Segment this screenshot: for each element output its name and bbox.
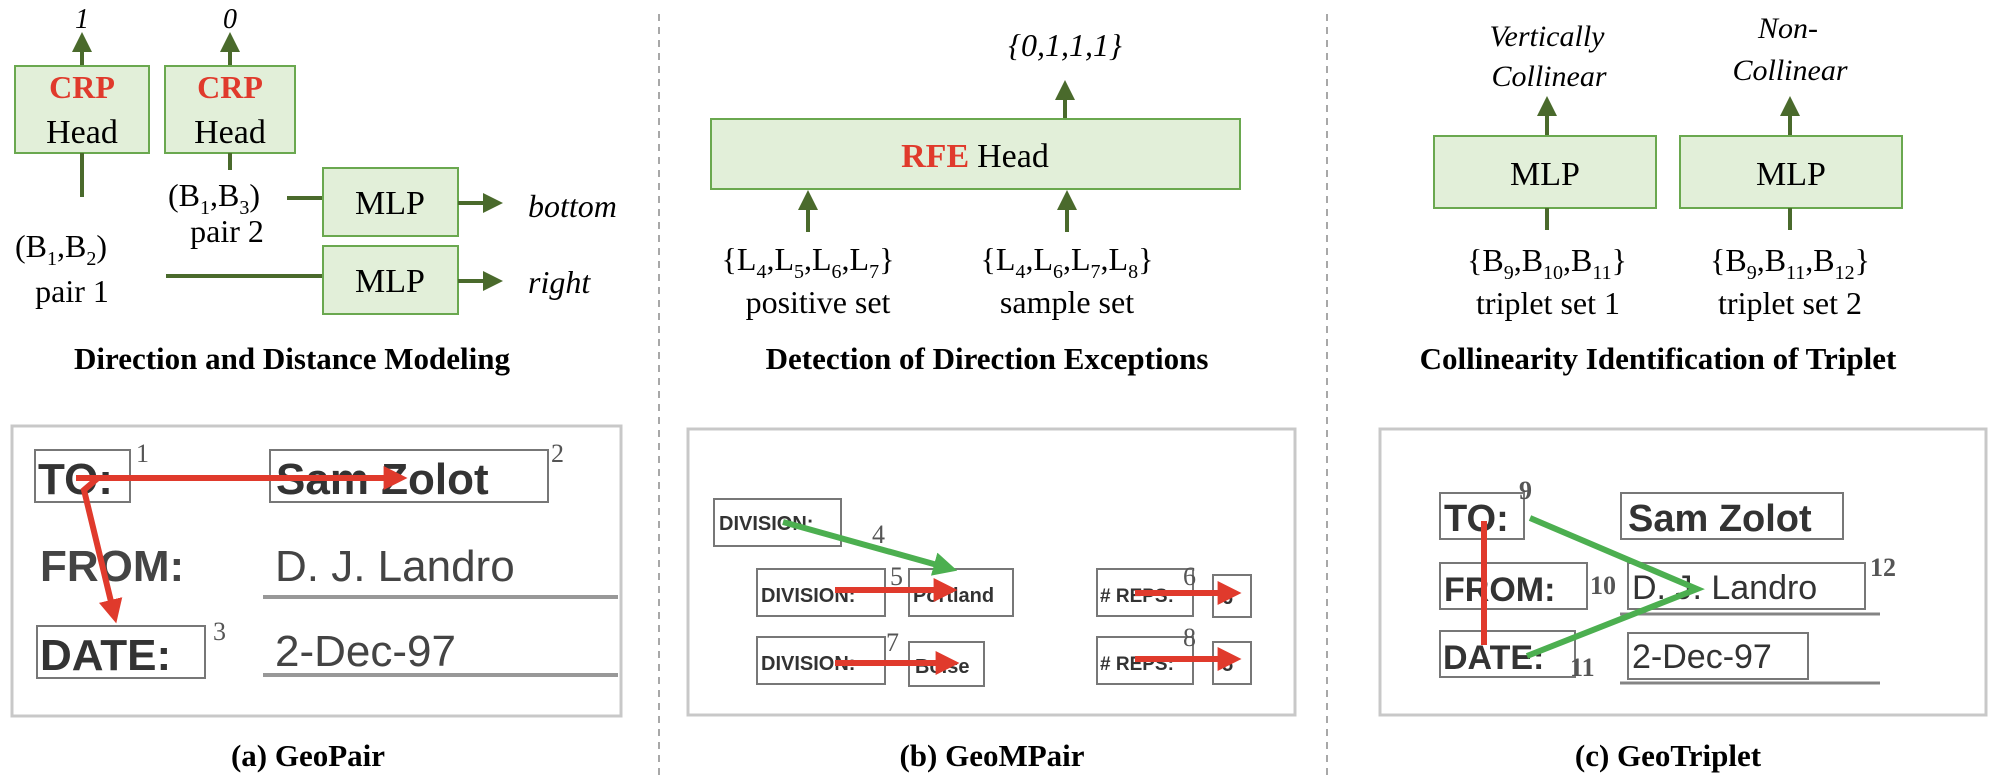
head-label-2: Head	[194, 114, 266, 151]
word-boise: Boise	[915, 656, 969, 678]
label-12: 12	[1870, 553, 1896, 582]
box-sam-c	[1620, 492, 1844, 540]
box-landro-c	[1627, 562, 1866, 610]
crp-label-2: CRP	[197, 69, 263, 105]
box-division-4	[713, 498, 842, 547]
word-division-7: DIVISION:	[761, 653, 855, 675]
section-title-a: Direction and Distance Modeling	[74, 341, 510, 376]
box-from-c	[1439, 562, 1588, 610]
label-7: 7	[886, 628, 899, 657]
word-date-a: DATE:	[40, 631, 171, 680]
head-label-1: Head	[46, 114, 118, 151]
label-1: 1	[136, 439, 149, 468]
line-non-collinear	[1525, 515, 1705, 659]
word-from-a: FROM:	[40, 542, 184, 591]
word-reps-6: # REPS:	[1100, 586, 1174, 607]
output-vertically: Vertically	[1490, 20, 1606, 53]
triplet-set-2-label: triplet set 2	[1718, 285, 1862, 321]
caption-a: (a) GeoPair	[231, 738, 385, 773]
output-right: right	[528, 264, 591, 300]
label-8: 8	[1183, 623, 1196, 652]
mlp-label-triplet-1: MLP	[1510, 156, 1580, 193]
word-from-c: FROM:	[1444, 571, 1555, 609]
word-dec-c: 2-Dec-97	[1632, 638, 1772, 676]
crp-output-0: 0	[223, 4, 237, 35]
pair2-label: pair 2	[190, 213, 264, 249]
word-division-5: DIVISION:	[761, 585, 855, 607]
section-title-c: Collinearity Identification of Triplet	[1420, 341, 1897, 376]
arrow-pair-1-3	[80, 475, 123, 624]
output-non: Non-	[1757, 12, 1818, 45]
mlp-box-triplet-1	[1433, 135, 1657, 209]
box-dec-c	[1627, 632, 1809, 680]
word-division-4: DIVISION:	[719, 513, 813, 535]
crp-label-1: CRP	[49, 69, 115, 105]
label-2: 2	[551, 439, 564, 468]
output-collinear-2: Collinear	[1732, 54, 1847, 87]
rfe-head-box	[710, 118, 1241, 190]
crp-head-box-1	[14, 65, 150, 154]
sample-set-expression: {L4,L6,L7,L8}	[981, 241, 1154, 283]
caption-b: (b) GeoMPair	[899, 738, 1084, 773]
word-to-c: TO:	[1444, 498, 1509, 540]
document-box-a	[10, 424, 623, 718]
section-title-b: Detection of Direction Exceptions	[766, 341, 1209, 376]
sample-set-label: sample set	[1000, 284, 1134, 320]
positive-set-label: positive set	[746, 284, 891, 320]
arrow-pair-4	[782, 519, 958, 576]
word-date-c: DATE:	[1443, 639, 1544, 677]
pair1-label: pair 1	[35, 273, 109, 309]
caption-c: (c) GeoTriplet	[1575, 738, 1762, 773]
triplet-set-2-expression: {B9,B11,B12}	[1710, 242, 1870, 284]
word-landro-a: D. J. Landro	[275, 542, 515, 591]
label-3: 3	[213, 617, 226, 646]
label-4: 4	[872, 520, 885, 549]
panel-c: Vertically Collinear Non- Collinear MLP …	[1378, 12, 1988, 773]
word-sam-c: Sam Zolot	[1628, 498, 1812, 540]
word-dec-a: 2-Dec-97	[275, 627, 456, 676]
triplet-set-1-expression: {B9,B10,B11}	[1467, 242, 1627, 284]
box-date-a	[36, 625, 206, 679]
output-bottom: bottom	[528, 188, 617, 224]
pair1-expression: (B1,B2)	[15, 228, 107, 270]
box-value-5	[1212, 641, 1252, 685]
label-9: 9	[1519, 476, 1532, 505]
box-date-c	[1439, 630, 1576, 678]
panel-a: 1 0 CRP Head CRP Head (B1,B3) pair 2 (B1…	[10, 4, 623, 773]
mlp-label-triplet-2: MLP	[1756, 156, 1826, 193]
output-collinear-1: Collinear	[1491, 60, 1606, 93]
positive-set-expression: {L4,L5,L6,L7}	[722, 241, 895, 283]
label-10: 10	[1590, 571, 1616, 600]
rfe-output: {0,1,1,1}	[1008, 27, 1122, 63]
mlp-box-bottom	[322, 167, 459, 237]
pair2-expression: (B1,B3)	[168, 177, 260, 219]
triplet-set-1-label: triplet set 1	[1476, 285, 1620, 321]
mlp-label-right: MLP	[355, 263, 425, 300]
label-11: 11	[1570, 653, 1595, 682]
crp-output-1: 1	[75, 4, 89, 35]
label-5: 5	[890, 562, 903, 591]
label-6: 6	[1183, 562, 1196, 591]
mlp-label-bottom: MLP	[355, 185, 425, 222]
